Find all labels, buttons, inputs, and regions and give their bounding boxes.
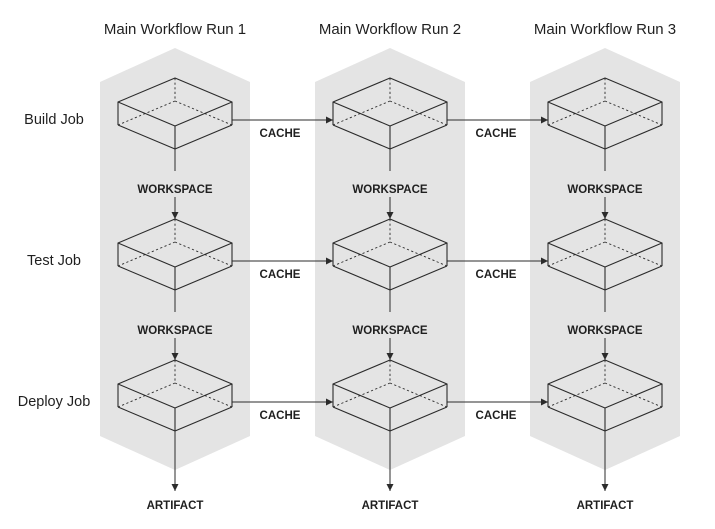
workspace-label: WORKSPACE: [567, 184, 643, 196]
arrowhead-icon: [601, 353, 609, 360]
artifact-label: ARTIFACT: [147, 500, 204, 512]
arrowhead-icon: [326, 257, 333, 265]
run-panel: [530, 48, 680, 470]
job-label: Deploy Job: [18, 394, 91, 410]
workspace-label: WORKSPACE: [352, 184, 428, 196]
workspace-label: WORKSPACE: [352, 325, 428, 337]
run-title: Main Workflow Run 3: [534, 21, 676, 38]
cache-label: CACHE: [476, 410, 517, 422]
job-label: Build Job: [24, 112, 84, 128]
arrowhead-icon: [541, 257, 548, 265]
run-panel: [315, 48, 465, 470]
arrowhead-icon: [326, 116, 333, 124]
cache-label: CACHE: [260, 269, 301, 281]
artifact-label: ARTIFACT: [577, 500, 634, 512]
cache-label: CACHE: [476, 128, 517, 140]
cache-label: CACHE: [476, 269, 517, 281]
arrowhead-icon: [171, 353, 179, 360]
run-title: Main Workflow Run 2: [319, 21, 461, 38]
arrowhead-icon: [386, 353, 394, 360]
workspace-label: WORKSPACE: [567, 325, 643, 337]
workspace-label: WORKSPACE: [137, 184, 213, 196]
arrowhead-icon: [601, 484, 609, 491]
arrowhead-icon: [171, 484, 179, 491]
artifact-label: ARTIFACT: [362, 500, 419, 512]
arrowhead-icon: [541, 398, 548, 406]
job-label: Test Job: [27, 253, 81, 269]
run-title: Main Workflow Run 1: [104, 21, 246, 38]
arrowhead-icon: [171, 212, 179, 219]
workspace-label: WORKSPACE: [137, 325, 213, 337]
arrowhead-icon: [541, 116, 548, 124]
run-panel: [100, 48, 250, 470]
cache-label: CACHE: [260, 410, 301, 422]
arrowhead-icon: [601, 212, 609, 219]
arrowhead-icon: [326, 398, 333, 406]
arrowhead-icon: [386, 484, 394, 491]
cache-label: CACHE: [260, 128, 301, 140]
arrowhead-icon: [386, 212, 394, 219]
